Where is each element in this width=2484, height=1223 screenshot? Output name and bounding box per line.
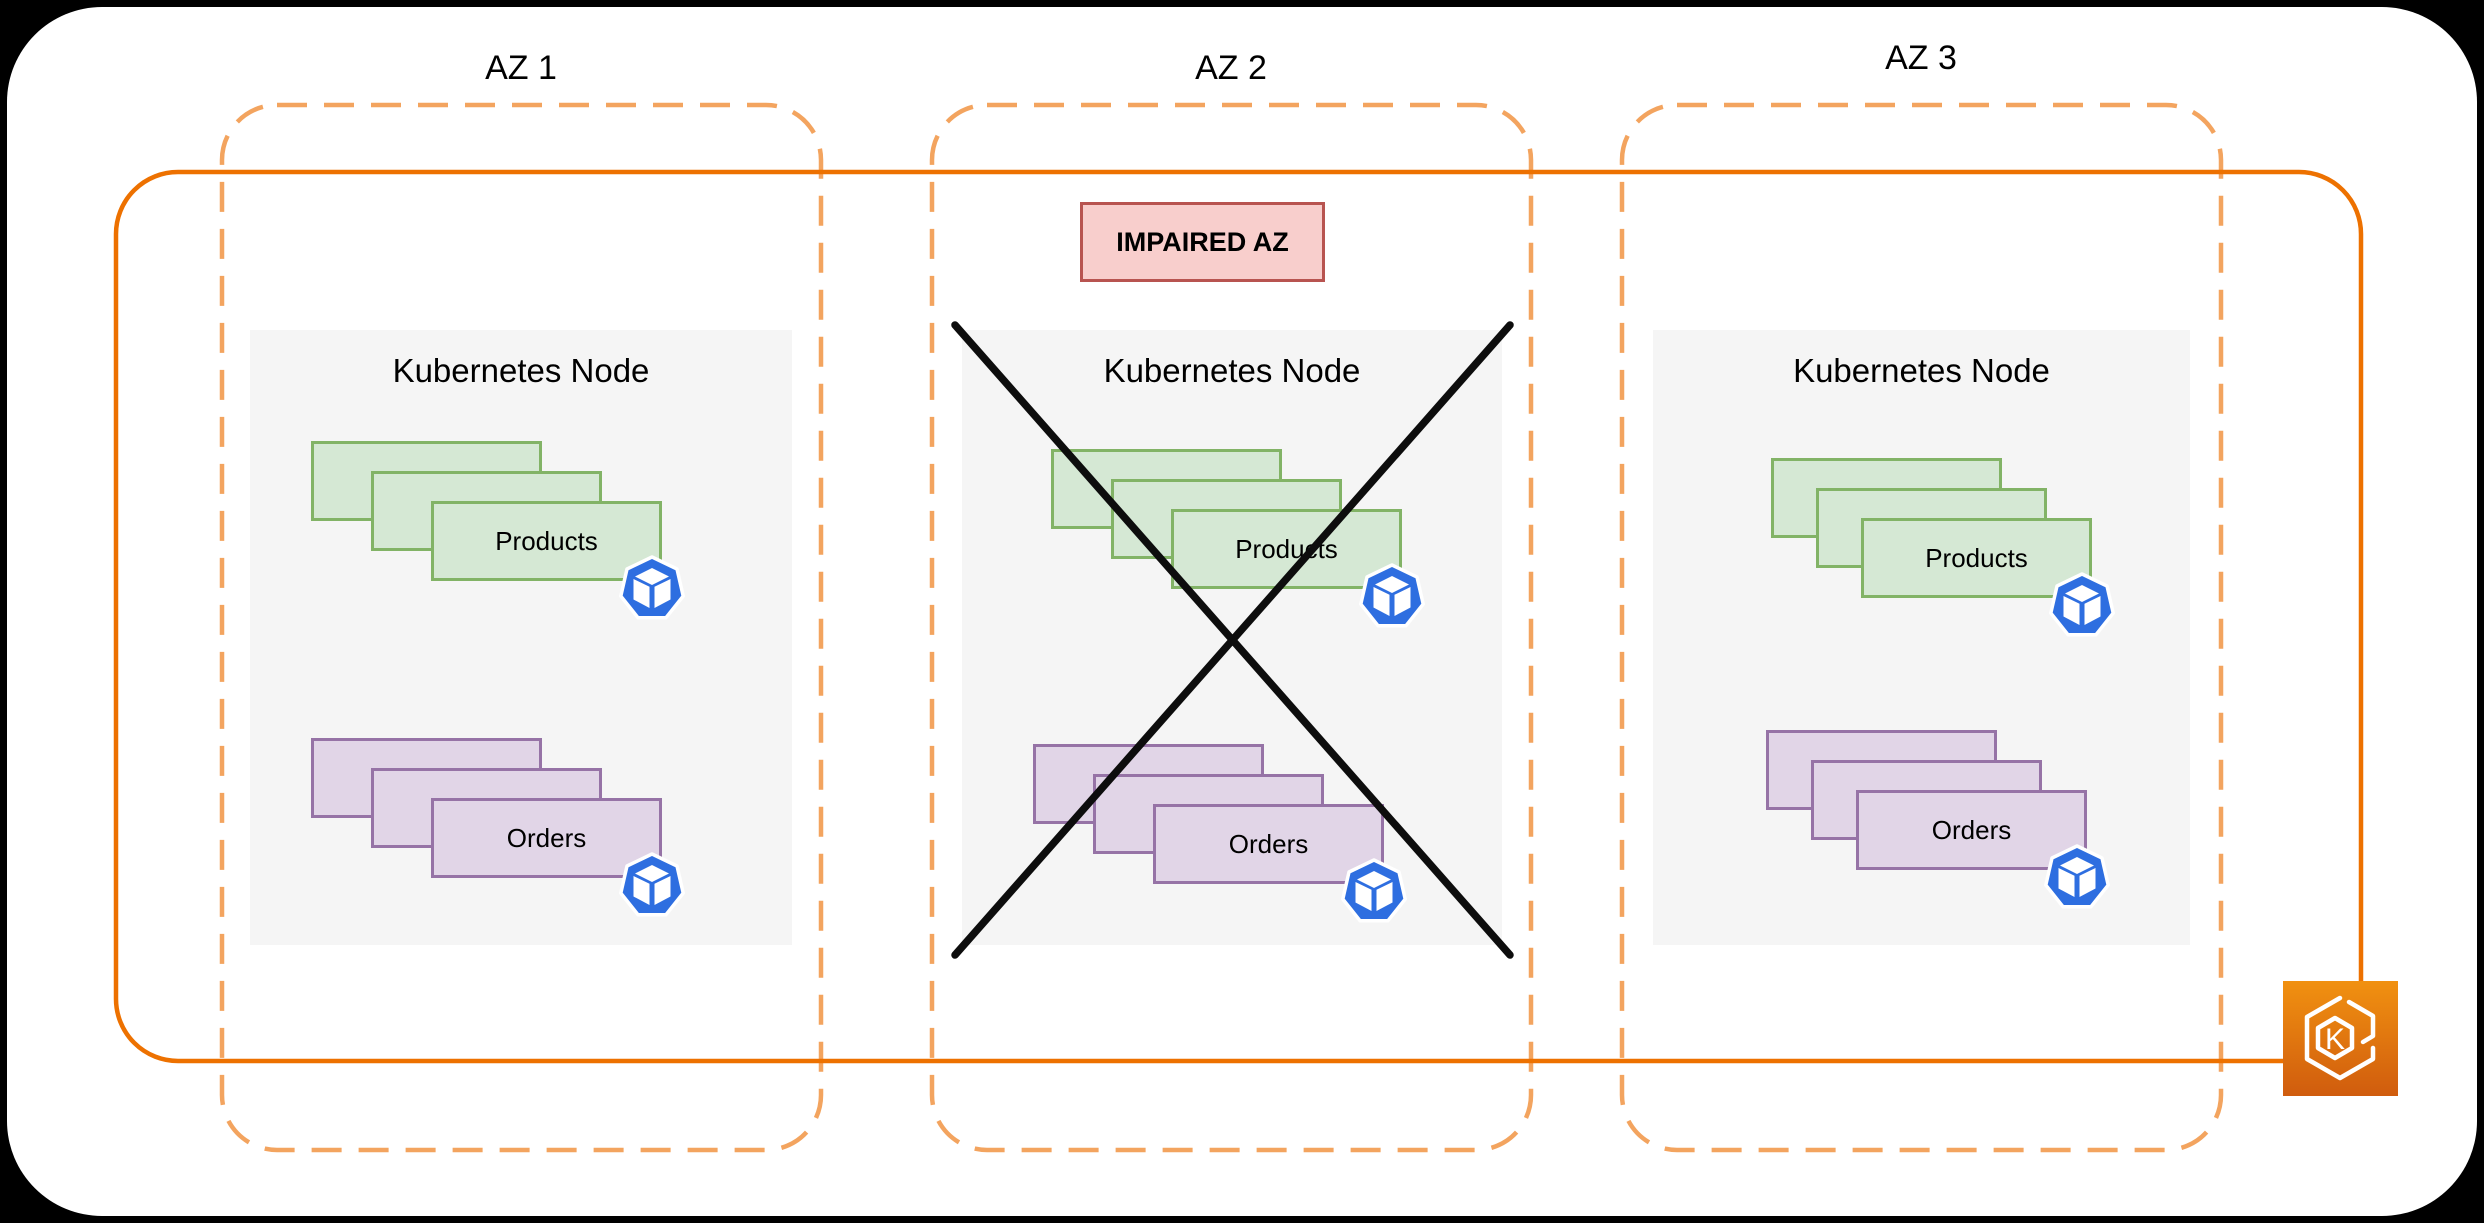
eks-cluster-boundary bbox=[113, 169, 2364, 1064]
pod-front-box: Orders bbox=[431, 798, 662, 878]
az1-boundary bbox=[219, 102, 824, 1153]
products-pod-stack-az3: Products bbox=[1771, 458, 2131, 670]
products-pod-stack-az1: Products bbox=[311, 441, 685, 653]
kubernetes-node-az3: Kubernetes Node bbox=[1653, 330, 2190, 945]
az2-boundary bbox=[929, 102, 1534, 1153]
pod-front-box: Orders bbox=[1153, 804, 1384, 884]
workload-label: Orders bbox=[506, 822, 587, 853]
kubernetes-pod-icon bbox=[1341, 858, 1407, 923]
node-title: Kubernetes Node bbox=[392, 352, 650, 389]
node-title: Kubernetes Node bbox=[1103, 352, 1361, 389]
az1-label: AZ 1 bbox=[485, 49, 557, 87]
eks-letter: K bbox=[2325, 1023, 2345, 1056]
workload-label: Products bbox=[495, 525, 598, 556]
az3-label: AZ 3 bbox=[1885, 39, 1957, 77]
orders-pod-stack-az1: Orders bbox=[311, 738, 685, 950]
kubernetes-pod-icon bbox=[2044, 844, 2110, 909]
amazon-eks-icon: K bbox=[2283, 981, 2398, 1096]
node-title: Kubernetes Node bbox=[1793, 352, 2050, 389]
orders-pod-stack-az3: Orders bbox=[1766, 730, 2126, 942]
workload-label: Orders bbox=[1931, 814, 2012, 845]
kubernetes-pod-icon bbox=[1359, 563, 1425, 628]
orders-pod-stack-az2: Orders bbox=[1033, 744, 1407, 956]
az2-label: AZ 2 bbox=[1195, 49, 1267, 87]
kubernetes-pod-icon bbox=[2049, 572, 2115, 637]
pod-front-box: Orders bbox=[1856, 790, 2087, 870]
failure-cross-icon bbox=[951, 321, 1514, 959]
az3-boundary bbox=[1619, 102, 2224, 1153]
pod-front-box: Products bbox=[1861, 518, 2092, 598]
workload-label: Orders bbox=[1228, 828, 1309, 859]
workload-label: Products bbox=[1925, 542, 2028, 573]
kubernetes-pod-icon bbox=[619, 555, 685, 620]
impaired-az-badge: IMPAIRED AZ bbox=[1080, 202, 1325, 282]
pod-front-box: Products bbox=[431, 501, 662, 581]
kubernetes-pod-icon bbox=[619, 852, 685, 917]
